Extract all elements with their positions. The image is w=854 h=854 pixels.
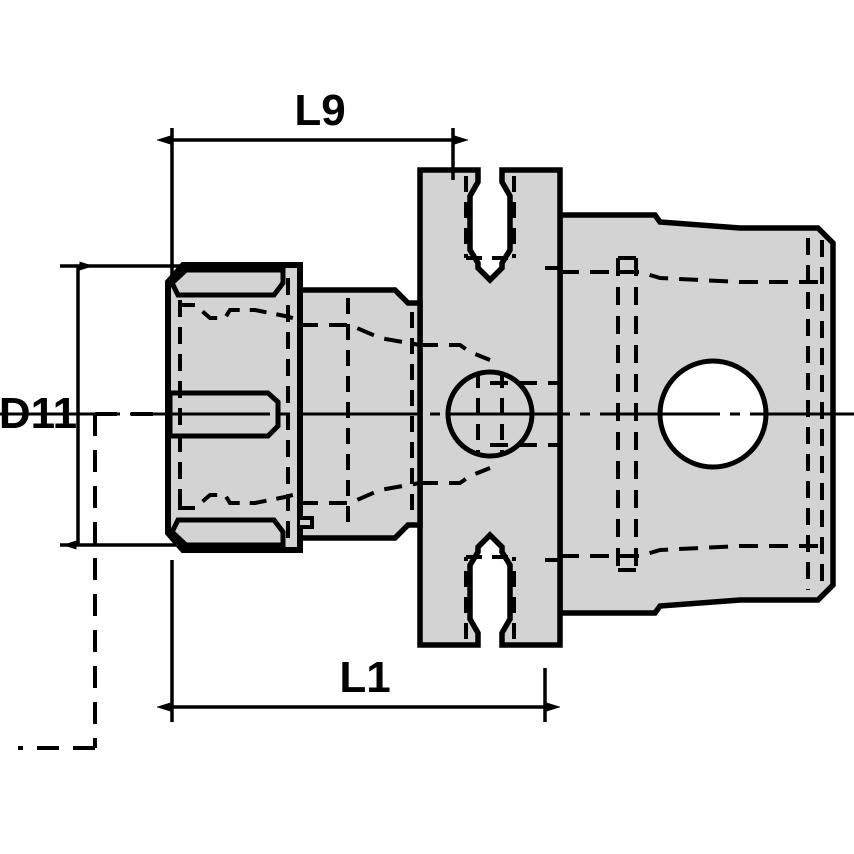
dimension-L1: L1 — [172, 560, 545, 722]
dimension-label-l9: L9 — [294, 86, 345, 135]
dimension-L9: L9 — [172, 86, 453, 282]
collet-nut — [165, 262, 314, 553]
flange-assembly — [417, 167, 563, 648]
dimension-label-l1: L1 — [339, 653, 390, 702]
hidden-reference-lines — [18, 412, 165, 750]
dimension-label-d11: D11 — [0, 389, 77, 438]
dimension-D11: D11 — [0, 266, 200, 545]
